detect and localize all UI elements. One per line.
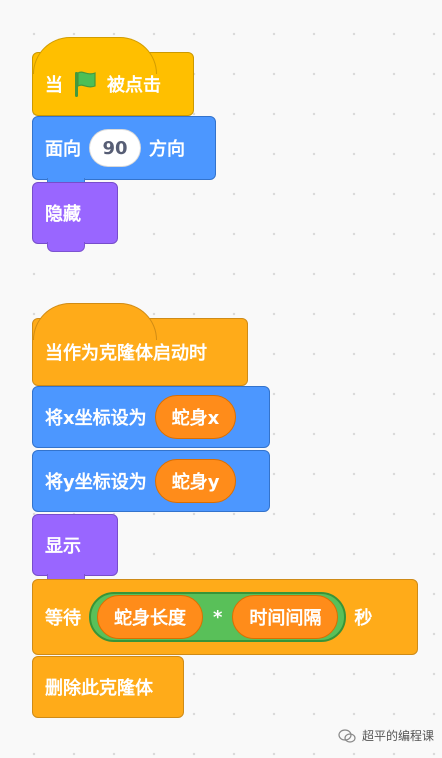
clone-hat-label: 当作为克隆体启动时 bbox=[45, 343, 207, 364]
delete-clone-label: 删除此克隆体 bbox=[45, 678, 153, 699]
wait-seconds-block[interactable]: 等待 蛇身长度 * 时间间隔 秒 bbox=[32, 579, 418, 655]
show-label: 显示 bbox=[45, 536, 81, 557]
show-block[interactable]: 显示 bbox=[32, 514, 118, 584]
hat-prefix-label: 当 bbox=[45, 75, 63, 96]
snake-y-reporter[interactable]: 蛇身y bbox=[154, 459, 237, 503]
watermark: 超平的编程课 bbox=[338, 727, 434, 744]
time-interval-reporter[interactable]: 时间间隔 bbox=[232, 595, 339, 639]
direction-input[interactable]: 90 bbox=[89, 129, 141, 167]
set-y-block[interactable]: 将y坐标设为 蛇身y bbox=[32, 450, 270, 512]
green-flag-icon bbox=[75, 71, 96, 97]
wait-label-left: 等待 bbox=[45, 608, 81, 629]
point-label-left: 面向 bbox=[45, 139, 81, 160]
delete-this-clone-block[interactable]: 删除此克隆体 bbox=[32, 656, 184, 718]
set-x-block[interactable]: 将x坐标设为 蛇身x bbox=[32, 386, 270, 448]
watermark-text: 超平的编程课 bbox=[361, 729, 434, 743]
when-start-as-clone-block[interactable]: 当作为克隆体启动时 bbox=[32, 303, 248, 386]
multiply-operator[interactable]: 蛇身长度 * 时间间隔 bbox=[89, 592, 347, 642]
set-x-label: 将x坐标设为 bbox=[45, 408, 147, 429]
hide-label: 隐藏 bbox=[45, 204, 81, 225]
snake-x-reporter[interactable]: 蛇身x bbox=[154, 395, 237, 439]
point-in-direction-block[interactable]: 面向 90 方向 bbox=[32, 116, 216, 188]
wait-label-right: 秒 bbox=[354, 608, 373, 629]
chat-bubble-icon bbox=[338, 728, 356, 743]
point-label-right: 方向 bbox=[149, 139, 185, 160]
multiply-symbol: * bbox=[213, 606, 223, 628]
snake-length-reporter[interactable]: 蛇身长度 bbox=[97, 595, 203, 639]
hide-block[interactable]: 隐藏 bbox=[32, 182, 118, 252]
when-flag-clicked-block[interactable]: 当 被点击 bbox=[32, 37, 194, 116]
set-y-label: 将y坐标设为 bbox=[45, 472, 147, 493]
hat-suffix-label: 被点击 bbox=[107, 75, 161, 96]
